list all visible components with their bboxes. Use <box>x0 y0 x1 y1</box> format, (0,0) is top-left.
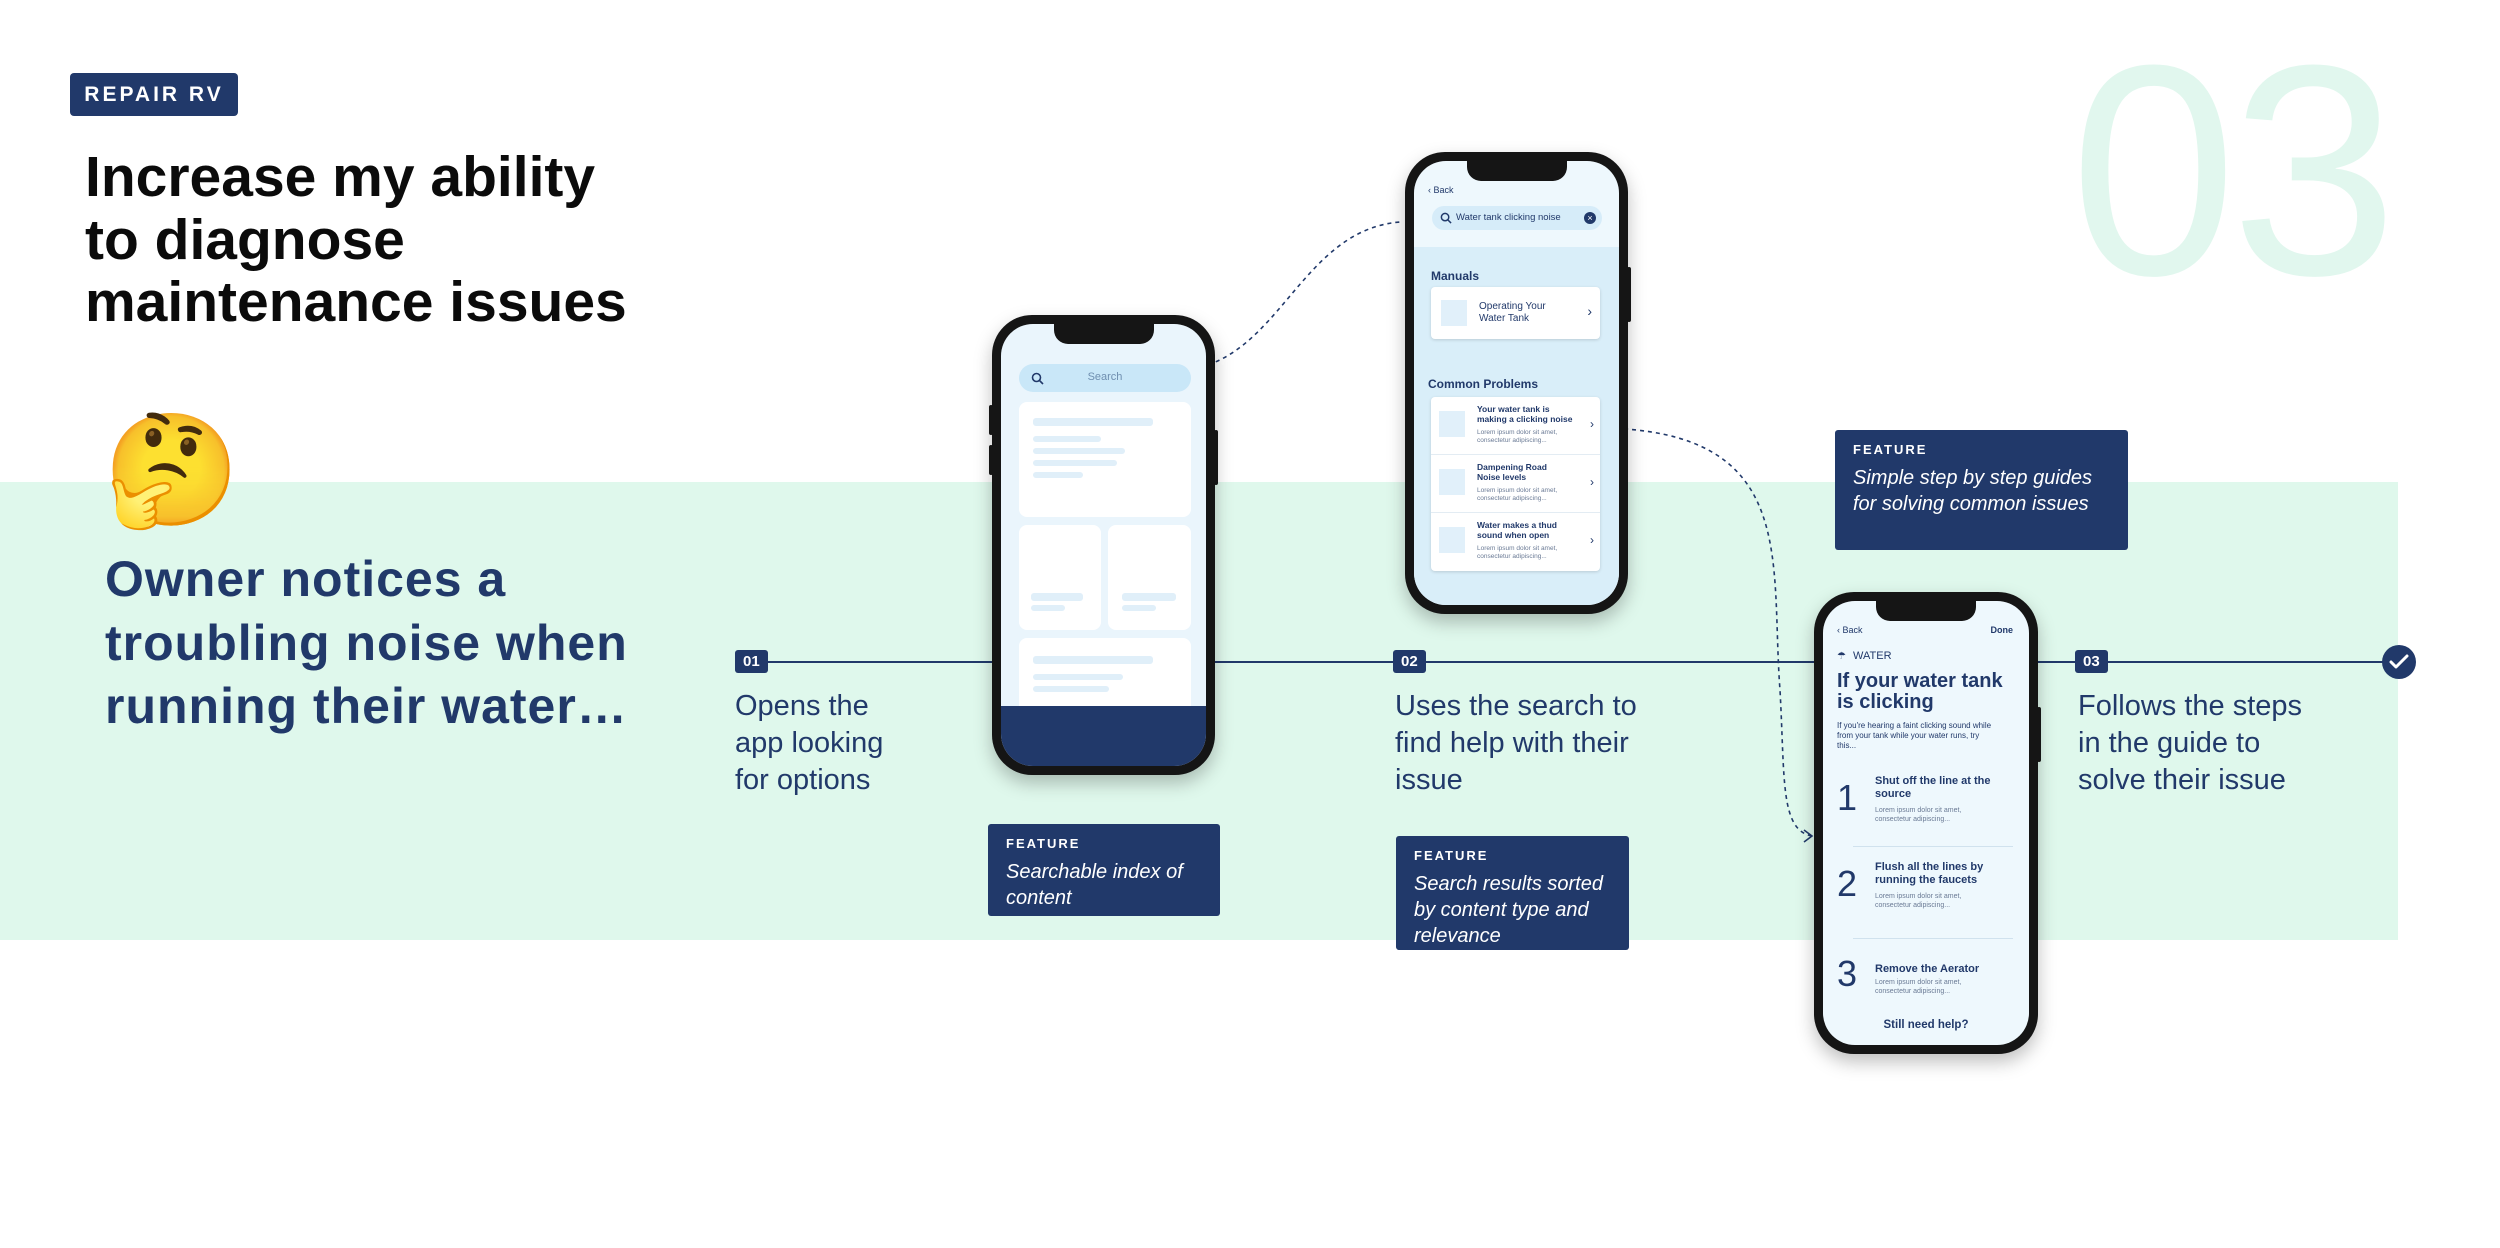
thinking-face-icon: 🤔 <box>103 406 240 534</box>
step-text-03: Follows the steps in the guide to solve … <box>2078 690 2303 797</box>
done-button[interactable]: Done <box>1990 625 2014 635</box>
feature-text: Search results sorted by content type an… <box>1414 873 1603 947</box>
feature-label: FEATURE <box>1414 848 1489 863</box>
phone-guide: ‹ Back Done ☂ WATER If your water tank i… <box>1814 592 2041 1054</box>
search-icon <box>1440 212 1452 224</box>
feature-text: Searchable index of content <box>1006 861 1183 909</box>
content-card[interactable] <box>1108 525 1191 630</box>
content-card[interactable] <box>1019 402 1191 517</box>
category-label: ☂ WATER <box>1837 650 1892 662</box>
manuals-heading: Manuals <box>1431 269 1480 283</box>
search-bar[interactable]: Search <box>1019 364 1191 392</box>
guide-step: 3 Remove the Aerator Lorem ipsum dolor s… <box>1837 953 1980 995</box>
feature-label: FEATURE <box>1853 442 1928 457</box>
problems-heading: Common Problems <box>1428 377 1539 391</box>
chevron-right-icon: › <box>1590 533 1594 547</box>
feature-box-1: FEATURE Searchable index of content <box>988 824 1220 916</box>
guide-intro: If you're hearing a faint clicking sound… <box>1837 721 1992 750</box>
back-link[interactable]: ‹ Back <box>1837 625 1863 635</box>
project-tag: REPAIR RV <box>70 73 238 116</box>
bottom-panel <box>1001 706 1206 766</box>
search-query: Water tank clicking noise <box>1456 212 1561 223</box>
phone-home: Search <box>989 315 1218 775</box>
back-link[interactable]: ‹ Back <box>1428 185 1454 195</box>
search-field[interactable]: Water tank clicking noise × <box>1432 206 1602 230</box>
help-link[interactable]: Still need help? <box>1883 1019 1969 1031</box>
feature-box-2: FEATURE Search results sorted by content… <box>1396 836 1629 950</box>
guide-step: 2 Flush all the lines by running the fau… <box>1837 857 2017 943</box>
timeline-line <box>735 661 2395 663</box>
chevron-right-icon: › <box>1590 417 1594 431</box>
content-card[interactable] <box>1019 525 1101 630</box>
list-item[interactable]: Dampening Road Noise levels Lorem ipsum … <box>1431 455 1600 513</box>
list-item[interactable]: Water makes a thud sound when open Lorem… <box>1431 513 1600 571</box>
step-badge-03: 03 <box>2075 650 2108 673</box>
step-text-02: Uses the search to find help with their … <box>1395 690 1637 797</box>
step-text-01: Opens the app looking for options <box>735 690 884 797</box>
step-badge-02: 02 <box>1393 650 1426 673</box>
step-badge-01: 01 <box>735 650 768 673</box>
search-placeholder: Search <box>1087 371 1123 383</box>
insight-text: Owner notices a troubling noise when run… <box>105 551 628 734</box>
problems-list: Your water tank is making a clicking noi… <box>1431 397 1600 571</box>
check-icon <box>2382 645 2416 679</box>
list-item[interactable]: Your water tank is making a clicking noi… <box>1431 397 1600 455</box>
guide-step: 1 Shut off the line at the source Lorem … <box>1837 771 2017 851</box>
feature-label: FEATURE <box>1006 836 1081 851</box>
feature-box-3: FEATURE Simple step by step guides for s… <box>1835 430 2128 550</box>
clear-icon[interactable]: × <box>1584 212 1596 224</box>
page-title: Increase my ability to diagnose maintena… <box>85 145 627 335</box>
content-card[interactable] <box>1019 638 1191 718</box>
chevron-right-icon: › <box>1587 303 1592 319</box>
shower-icon: ☂ <box>1837 651 1846 662</box>
search-icon <box>1031 372 1044 385</box>
manual-item[interactable]: Operating Your Water Tank › <box>1431 287 1600 339</box>
feature-text: Simple step by step guides for solving c… <box>1853 467 2093 515</box>
section-number: 03 <box>2070 2 2398 338</box>
chevron-right-icon: › <box>1590 475 1594 489</box>
guide-heading: If your water tank is clicking <box>1837 670 2003 713</box>
phone-search-results: ‹ Back Water tank clicking noise × Manua… <box>1405 152 1631 614</box>
